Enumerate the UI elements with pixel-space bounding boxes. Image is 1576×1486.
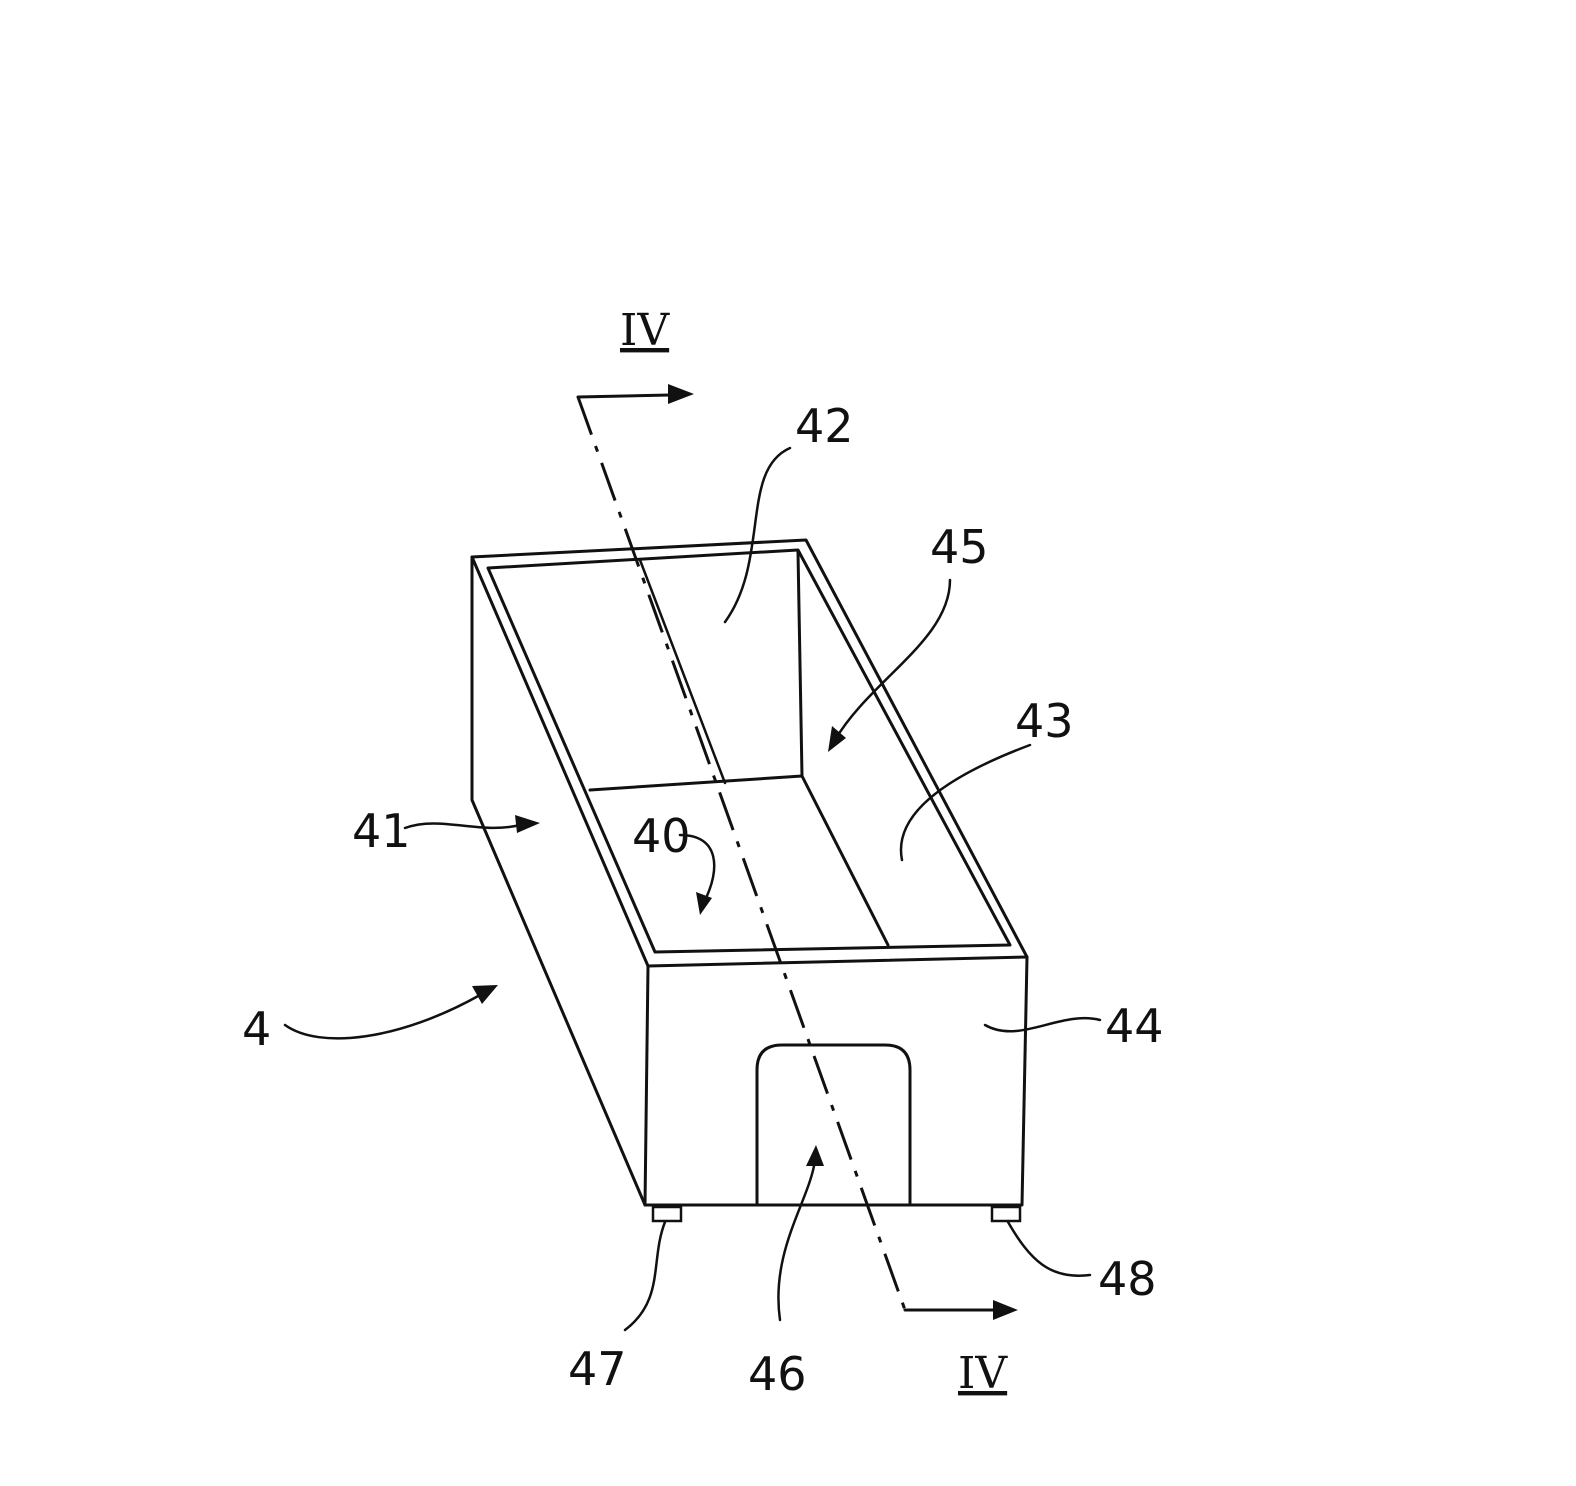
leader-46 (777, 1158, 817, 1322)
arrowhead-icon (806, 1145, 824, 1166)
front-face (643, 955, 1029, 1207)
floor-edge-right (800, 774, 890, 947)
leader-47 (623, 1220, 667, 1332)
back-wall-corner (796, 550, 804, 778)
label-43: 43 (1015, 694, 1074, 748)
leader-40 (678, 833, 716, 902)
leader-42 (723, 446, 792, 624)
arrowhead-icon (472, 985, 498, 1004)
leader-4 (283, 993, 482, 1040)
label-48: 48 (1098, 1252, 1157, 1306)
label-4: 4 (242, 1002, 271, 1056)
inner-rim (486, 548, 1012, 954)
label-42: 42 (795, 399, 854, 453)
arrowhead-icon (696, 892, 712, 915)
leader-41 (403, 822, 522, 830)
inner-crease (638, 558, 727, 785)
arrowhead-icon (993, 1300, 1018, 1320)
outer-rim (470, 538, 1029, 968)
opening-arch (755, 1043, 912, 1205)
label-46: 46 (748, 1347, 807, 1401)
foot-left (651, 1205, 683, 1223)
label-44: 44 (1105, 999, 1164, 1053)
leader-44 (983, 1017, 1102, 1033)
label-47: 47 (568, 1342, 627, 1396)
left-side-edge (470, 555, 647, 1207)
leader-43 (899, 743, 1032, 862)
section-label-top: IV (620, 305, 670, 356)
arrowhead-icon (515, 815, 540, 833)
back-wall-bottom (588, 774, 804, 792)
arrowhead-icon (668, 384, 694, 404)
section-label-bottom: IV (958, 1348, 1008, 1399)
leader-48 (1006, 1220, 1092, 1277)
label-45: 45 (930, 520, 989, 574)
section-line (576, 396, 907, 1311)
foot-right (990, 1205, 1022, 1223)
label-40: 40 (632, 809, 691, 863)
arrowhead-icon (828, 726, 846, 752)
label-41: 41 (352, 804, 411, 858)
leader-45 (833, 578, 952, 742)
section-arrow-top (576, 393, 672, 399)
